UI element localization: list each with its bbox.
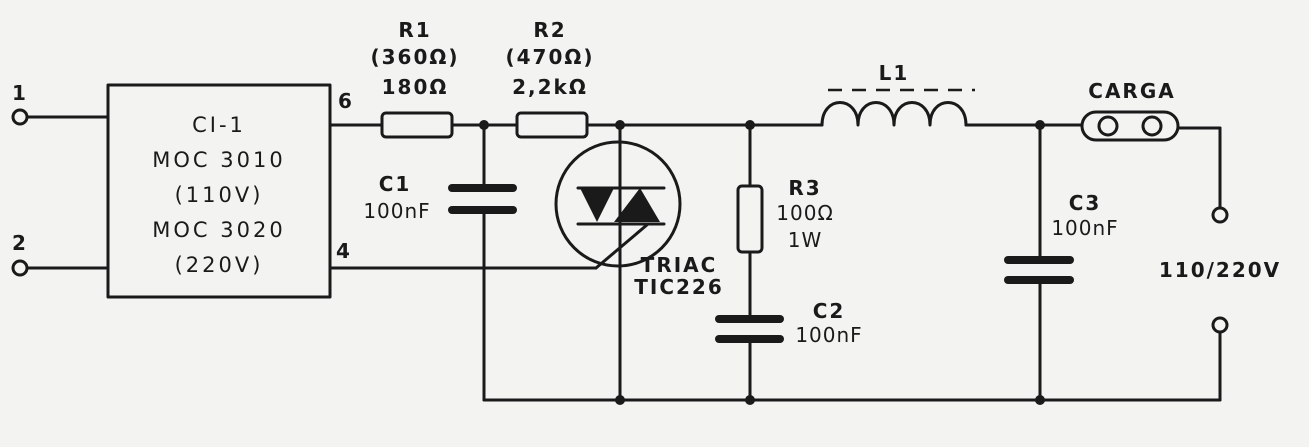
l1-name: L1 [879,61,910,85]
optocoupler-ic: CI-1 MOC 3010 (110V) MOC 3020 (220V) 6 4 [106,83,354,299]
c1-value: 100nF [363,199,430,223]
r1-alt-value: (360Ω) [370,45,459,69]
c2-value: 100nF [795,323,862,347]
c2-name: C2 [813,299,846,323]
r2-alt-value: (470Ω) [505,45,594,69]
load-carga: CARGA [1038,79,1222,210]
ic-pin-6-label: 6 [338,89,354,113]
c3-value: 100nF [1051,216,1118,240]
inductor-l1: L1 [820,61,1042,127]
capacitor-c3: C3 100nF [1004,123,1118,402]
c1-name: C1 [379,172,412,196]
mains-terminals: 110/220V [1159,206,1281,402]
resistor-r2: R2 (470Ω) 2,2kΩ [505,18,594,139]
r2-value: 2,2kΩ [512,75,588,99]
c3-name: C3 [1069,191,1102,215]
triac-tic226: TRIAC TIC226 [554,123,724,402]
input-terminal-2: 2 [11,231,110,277]
junction-dots [479,120,1045,405]
mains-voltage-label: 110/220V [1159,258,1281,282]
resistor-r3: R3 100Ω 1W [736,123,833,254]
terminal-2-label: 2 [12,231,28,255]
input-terminal-1: 1 [11,81,110,126]
ic-voltage-220: (220V) [175,253,264,277]
load-label: CARGA [1088,79,1175,103]
ic-voltage-110: (110V) [175,183,264,207]
ic-model-220: MOC 3020 [152,218,285,242]
triac-label: TRIAC [641,253,718,277]
r1-value: 180Ω [382,75,449,99]
r3-power: 1W [788,228,823,252]
r1-name: R1 [398,18,431,42]
r3-value: 100Ω [776,201,833,225]
r3-name: R3 [788,176,821,200]
ic-model-110: MOC 3010 [152,148,285,172]
ic-pin-4-label: 4 [336,239,352,263]
capacitor-c1: C1 100nF [363,123,517,402]
resistor-r1: R1 (360Ω) 180Ω [370,18,459,139]
triac-part-number: TIC226 [634,275,724,299]
capacitor-c2: C2 100nF [715,250,862,402]
terminal-1-label: 1 [12,81,28,105]
ic-name: CI-1 [192,113,246,137]
r2-name: R2 [533,18,566,42]
